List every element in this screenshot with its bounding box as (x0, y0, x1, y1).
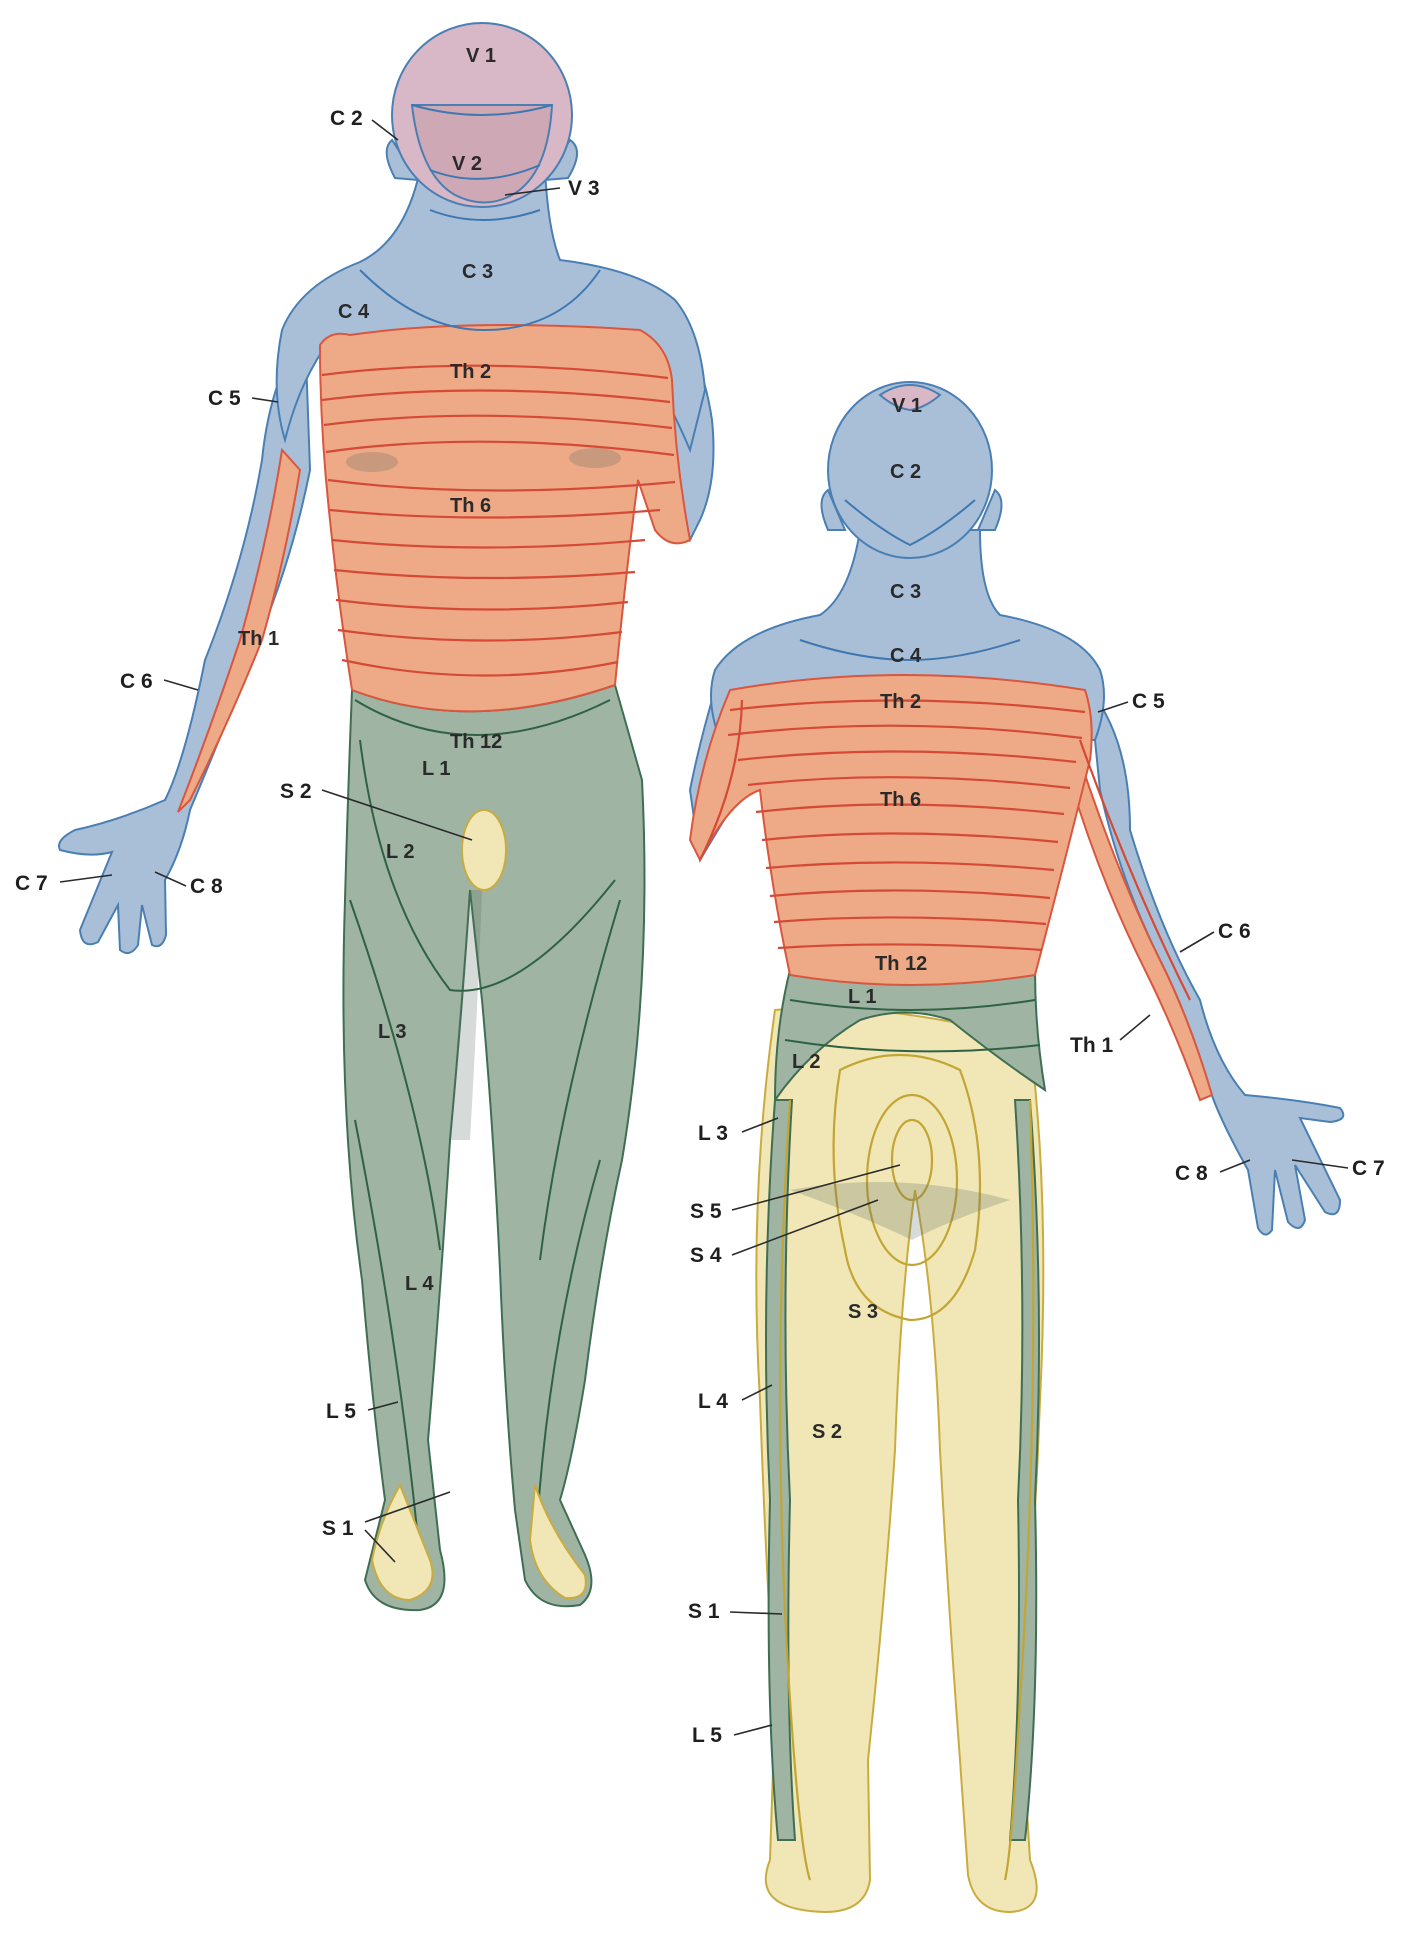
front-leader-c6 (164, 680, 198, 690)
back-label-c7: C 7 (1352, 1157, 1385, 1180)
back-label-l5: L 5 (692, 1724, 722, 1747)
back-label-s3: S 3 (848, 1301, 878, 1323)
back-leader-l5 (734, 1725, 772, 1735)
front-label-v2: V 2 (452, 153, 482, 175)
front-chest-left (569, 448, 621, 468)
front-label-l2: L 2 (386, 841, 415, 863)
front-body (59, 23, 714, 1610)
back-trunk (690, 675, 1092, 985)
back-label-c2: C 2 (890, 461, 921, 483)
front-label-th12: Th 12 (450, 731, 502, 753)
front-label-l4: L 4 (405, 1273, 434, 1295)
front-label-v1: V 1 (466, 45, 496, 67)
back-legs (756, 1008, 1043, 1912)
front-label-l5: L 5 (326, 1400, 356, 1423)
back-label-c3: C 3 (890, 581, 921, 603)
front-label-th2: Th 2 (450, 361, 491, 383)
back-label-s5: S 5 (690, 1200, 722, 1223)
back-label-th1: Th 1 (1070, 1034, 1113, 1057)
front-label-c8: C 8 (190, 875, 223, 898)
back-label-th12: Th 12 (875, 953, 927, 975)
back-label-v1: V 1 (892, 395, 922, 417)
back-label-th2: Th 2 (880, 691, 921, 713)
front-label-v3: V 3 (568, 177, 600, 200)
back-label-l2: L 2 (792, 1051, 821, 1073)
front-label-th6: Th 6 (450, 495, 491, 517)
back-leader-th1 (1120, 1015, 1150, 1040)
back-left-arm (1090, 690, 1343, 1235)
front-label-c6: C 6 (120, 670, 153, 693)
front-label-l1: L 1 (422, 758, 451, 780)
back-label-s4: S 4 (690, 1244, 722, 1267)
back-label-c5: C 5 (1132, 690, 1165, 713)
front-label-c4: C 4 (338, 301, 370, 323)
back-body (690, 382, 1343, 1912)
back-label-c6: C 6 (1218, 920, 1251, 943)
front-label-c5: C 5 (208, 387, 241, 410)
back-label-l4: L 4 (698, 1390, 728, 1413)
back-label-c4: C 4 (890, 645, 922, 667)
front-label-s1: S 1 (322, 1517, 354, 1540)
back-leader-c6 (1180, 932, 1214, 952)
front-s2-genital (462, 810, 506, 890)
front-label-c3: C 3 (462, 261, 493, 283)
back-label-c8: C 8 (1175, 1162, 1208, 1185)
back-label-th6: Th 6 (880, 789, 921, 811)
front-label-th1: Th 1 (238, 628, 279, 650)
front-label-l3: L 3 (378, 1021, 407, 1043)
front-label-s2: S 2 (280, 780, 312, 803)
back-label-l1: L 1 (848, 986, 877, 1008)
back-label-s2: S 2 (812, 1421, 842, 1443)
front-label-c7: C 7 (15, 872, 48, 895)
front-label-c2: C 2 (330, 107, 363, 130)
back-label-l3: L 3 (698, 1122, 728, 1145)
back-label-s1: S 1 (688, 1600, 720, 1623)
front-chest-right (346, 452, 398, 472)
